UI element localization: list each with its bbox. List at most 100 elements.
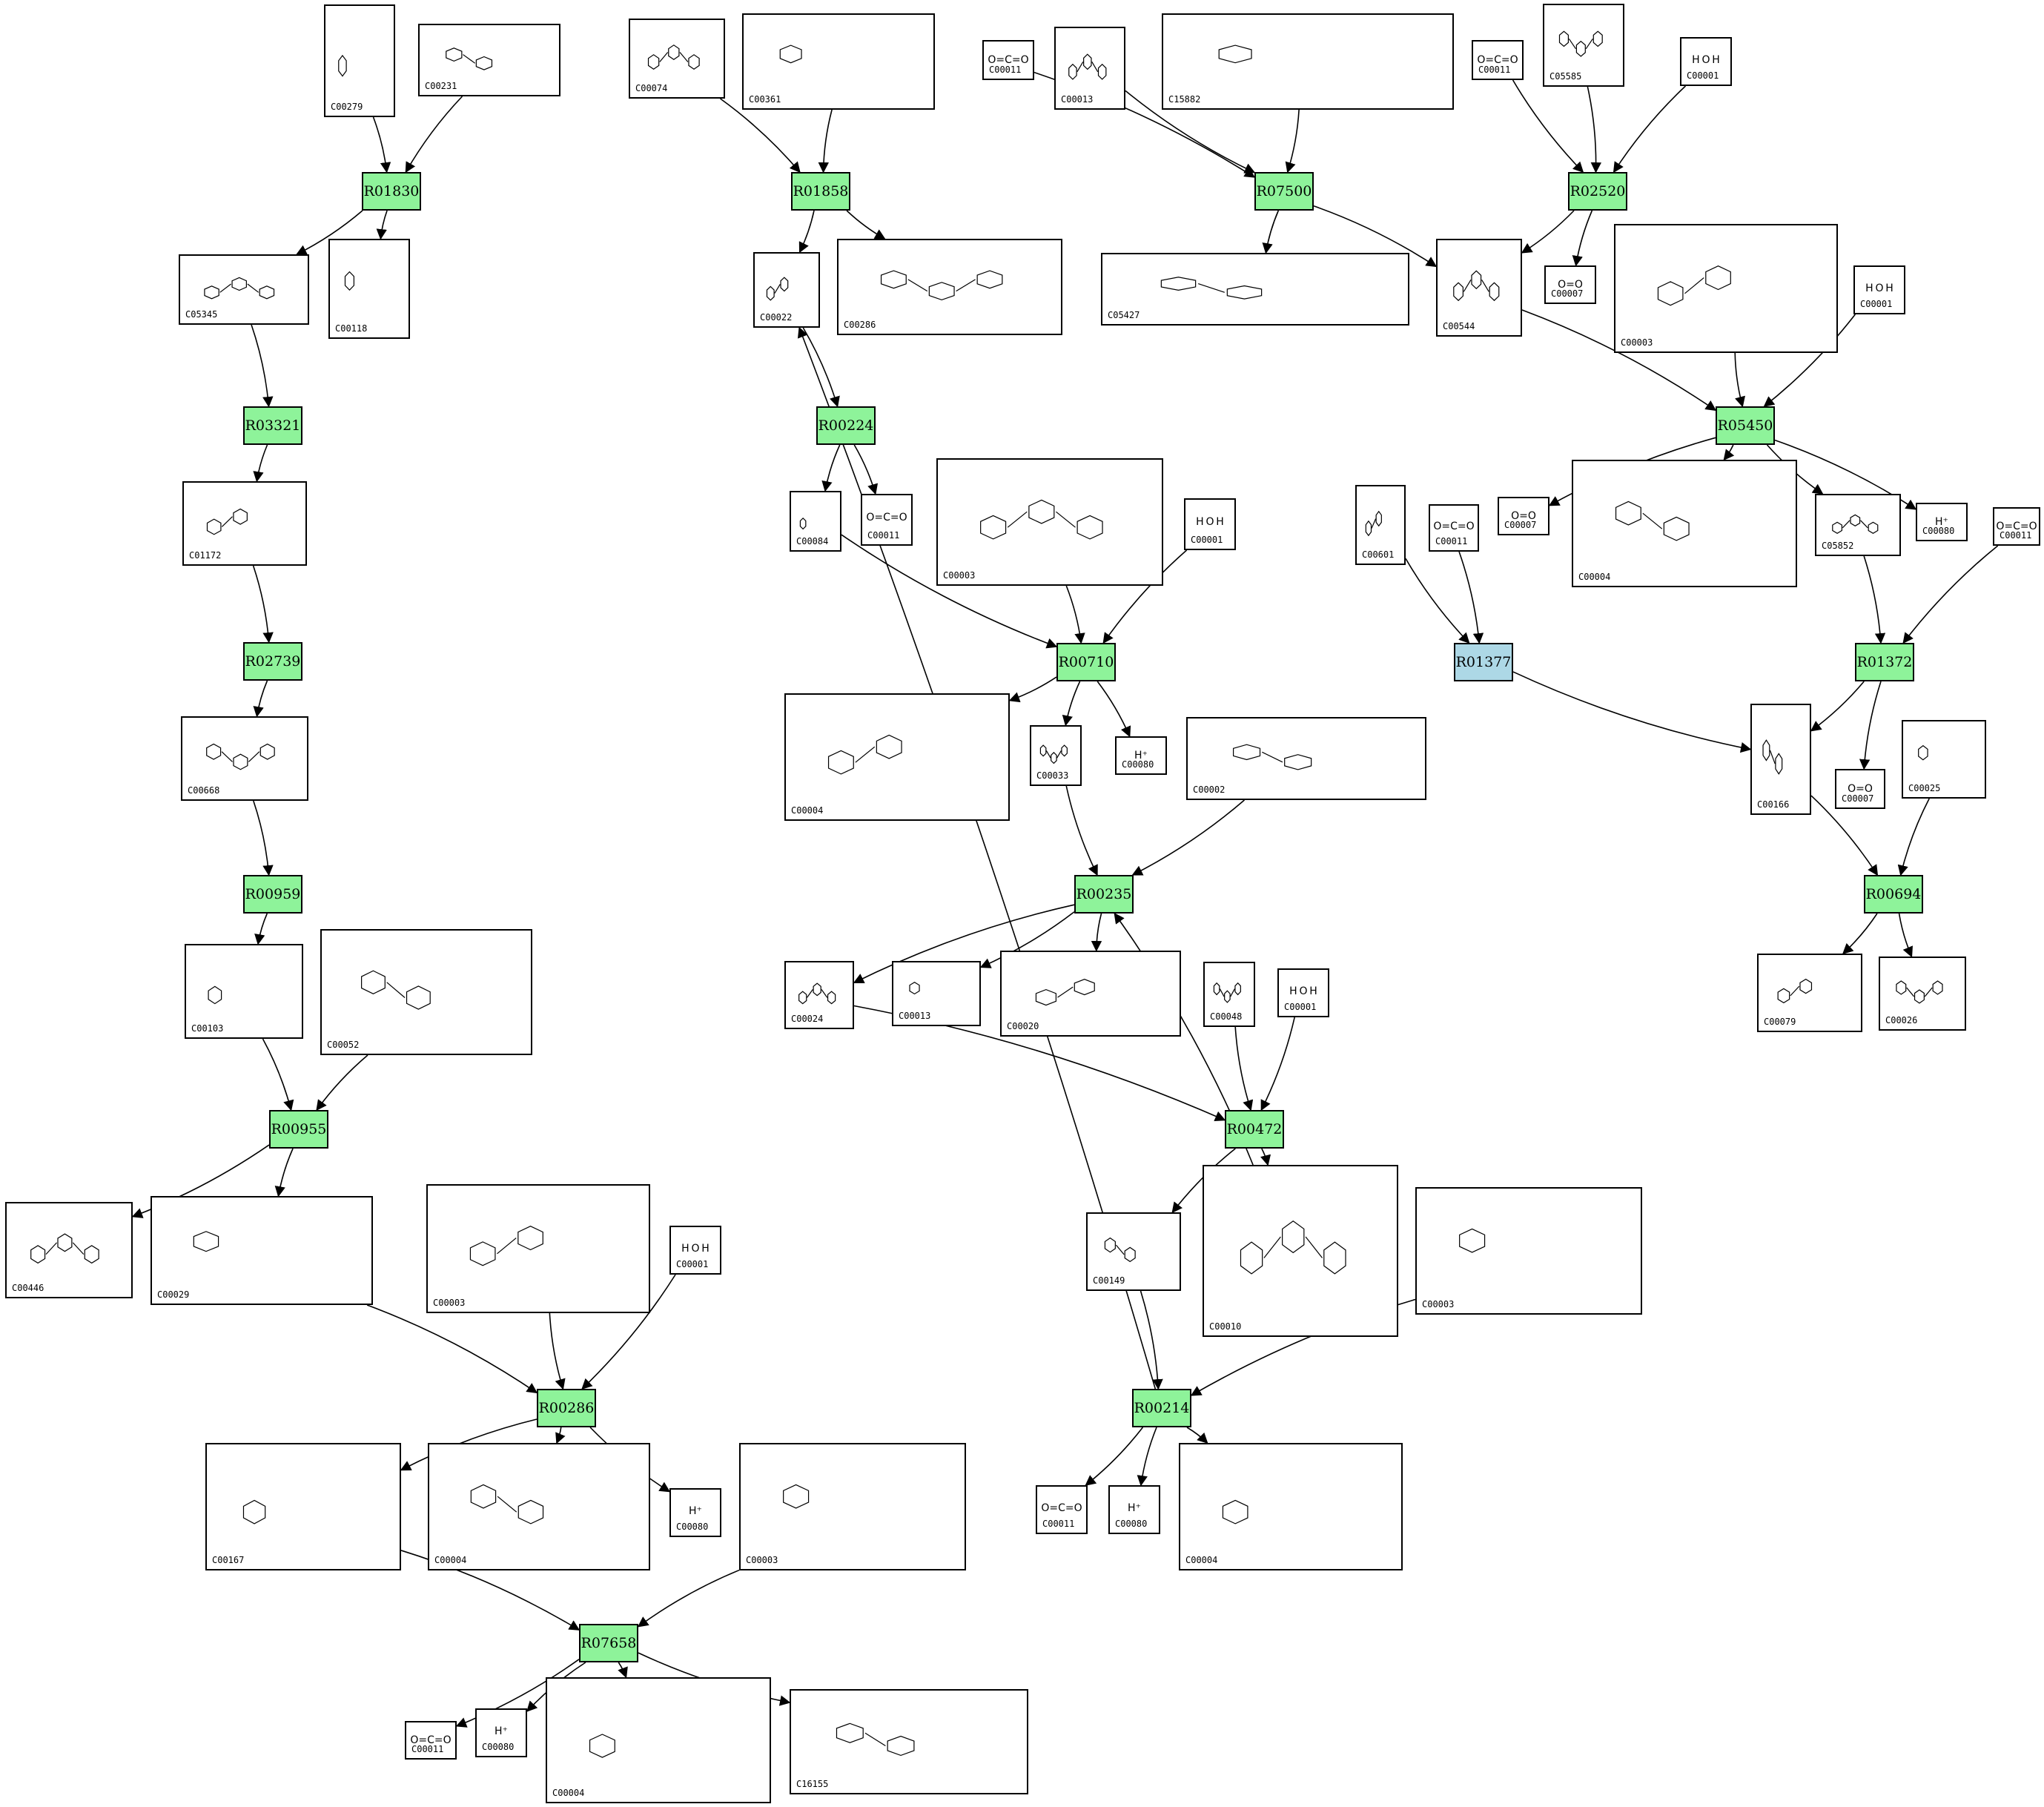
compound-code: C00079 [1764,1017,1796,1027]
pathway-edge [1521,309,1717,412]
compound-box[interactable]: C00004 [784,693,1010,821]
compound-box[interactable]: C00074 [629,19,725,99]
compound-box[interactable]: C00149 [1086,1212,1181,1291]
pathway-edge [1234,1026,1254,1111]
compound-box[interactable]: C00668 [181,716,308,801]
compound-box[interactable]: C00024 [784,961,854,1029]
pathway-edge [1262,210,1280,254]
compound-box[interactable]: C00079 [1757,954,1862,1032]
compound-code: C05852 [1822,541,1854,551]
compound-box[interactable]: C00003 [1415,1187,1642,1315]
compound-box[interactable]: C05585 [1543,4,1624,87]
reaction-node[interactable]: R00710 [1056,643,1116,681]
compound-box[interactable]: C00167 [205,1443,401,1570]
compound-box[interactable]: C00033 [1030,725,1082,786]
compound-box[interactable]: C00025 [1902,720,1986,799]
reaction-node[interactable]: R01377 [1454,643,1513,681]
compound-box[interactable]: C00118 [328,239,410,339]
compound-code: C05345 [185,309,218,320]
compound-box[interactable]: C00010 [1203,1165,1398,1337]
compound-formula: O=O [1848,783,1873,795]
compound-box[interactable]: C05345 [179,254,309,325]
reaction-node[interactable]: R00214 [1132,1389,1191,1427]
compound-box[interactable]: C00166 [1750,704,1811,815]
compound-box[interactable]: H⁺C00080 [1115,736,1167,775]
compound-box[interactable]: C00048 [1203,962,1255,1027]
compound-box[interactable]: H⁺C00080 [669,1488,721,1537]
reaction-node[interactable]: R00959 [243,875,302,914]
reaction-node[interactable]: R01372 [1855,643,1914,681]
compound-box[interactable]: C15882 [1162,13,1454,110]
compound-box[interactable]: C00544 [1436,239,1522,337]
compound-box[interactable]: C00601 [1355,485,1406,565]
reaction-node[interactable]: R02520 [1568,172,1627,211]
compound-box[interactable]: C00286 [837,239,1062,335]
reaction-node[interactable]: R00694 [1864,875,1923,914]
compound-box[interactable]: C00231 [418,24,560,96]
compound-box[interactable]: C00004 [1179,1443,1403,1570]
reaction-node[interactable]: R01830 [362,172,421,211]
compound-box[interactable]: C00279 [324,4,395,117]
molecule-structure [351,958,501,1022]
compound-code: C00007 [1551,288,1584,299]
compound-code: C00011 [2000,530,2032,541]
compound-box[interactable]: C00003 [936,458,1163,586]
molecule-structure [1449,261,1509,311]
molecule-structure [1892,974,1953,1011]
reaction-node[interactable]: R05450 [1716,406,1775,445]
compound-box[interactable]: C00022 [753,252,820,328]
pathway-edge [618,1662,628,1679]
compound-box[interactable]: H⁺C00080 [1916,503,1968,541]
compound-box[interactable]: C01172 [182,481,307,566]
compound-box[interactable]: C00446 [5,1202,133,1298]
compound-box[interactable]: C00361 [742,13,935,110]
compound-box[interactable]: C00003 [426,1184,650,1313]
compound-box[interactable]: C00003 [739,1443,966,1570]
compound-box[interactable]: C00026 [1879,957,1966,1031]
compound-box[interactable]: H⁺C00080 [1108,1485,1160,1534]
compound-box[interactable]: C00020 [1000,951,1181,1037]
reaction-node[interactable]: R00955 [269,1110,328,1149]
reaction-node[interactable]: R01858 [791,172,850,211]
compound-box[interactable]: C05852 [1815,494,1901,556]
compound-box[interactable]: C00004 [546,1677,771,1803]
compound-box[interactable]: C00013 [892,961,981,1026]
reaction-node[interactable]: R00224 [816,406,876,445]
compound-box[interactable]: C05427 [1101,253,1409,326]
reaction-node[interactable]: R00472 [1225,1110,1284,1149]
reaction-node[interactable]: R00235 [1074,875,1134,914]
compound-code: C00026 [1885,1015,1918,1025]
compound-box[interactable]: C00002 [1186,717,1426,800]
compound-box[interactable]: C00004 [1572,460,1797,587]
compound-code: C00010 [1209,1321,1242,1332]
compound-box[interactable]: C00052 [320,929,532,1055]
compound-box[interactable]: C16155 [790,1689,1028,1794]
reaction-node[interactable]: R03321 [243,406,302,445]
reaction-node[interactable]: R02739 [243,642,302,681]
compound-box[interactable]: C00084 [790,491,841,552]
compound-box[interactable]: C00103 [185,944,303,1039]
compound-box[interactable]: C00013 [1054,27,1125,110]
compound-box[interactable]: C00003 [1614,224,1838,353]
reaction-node[interactable]: R07658 [579,1624,638,1662]
compound-box[interactable]: C00004 [428,1443,650,1570]
compound-box[interactable]: C00029 [151,1196,373,1305]
reaction-node[interactable]: R07500 [1254,172,1314,211]
reaction-node[interactable]: R00286 [537,1389,596,1427]
compound-box[interactable]: H⁺C00080 [475,1708,527,1757]
